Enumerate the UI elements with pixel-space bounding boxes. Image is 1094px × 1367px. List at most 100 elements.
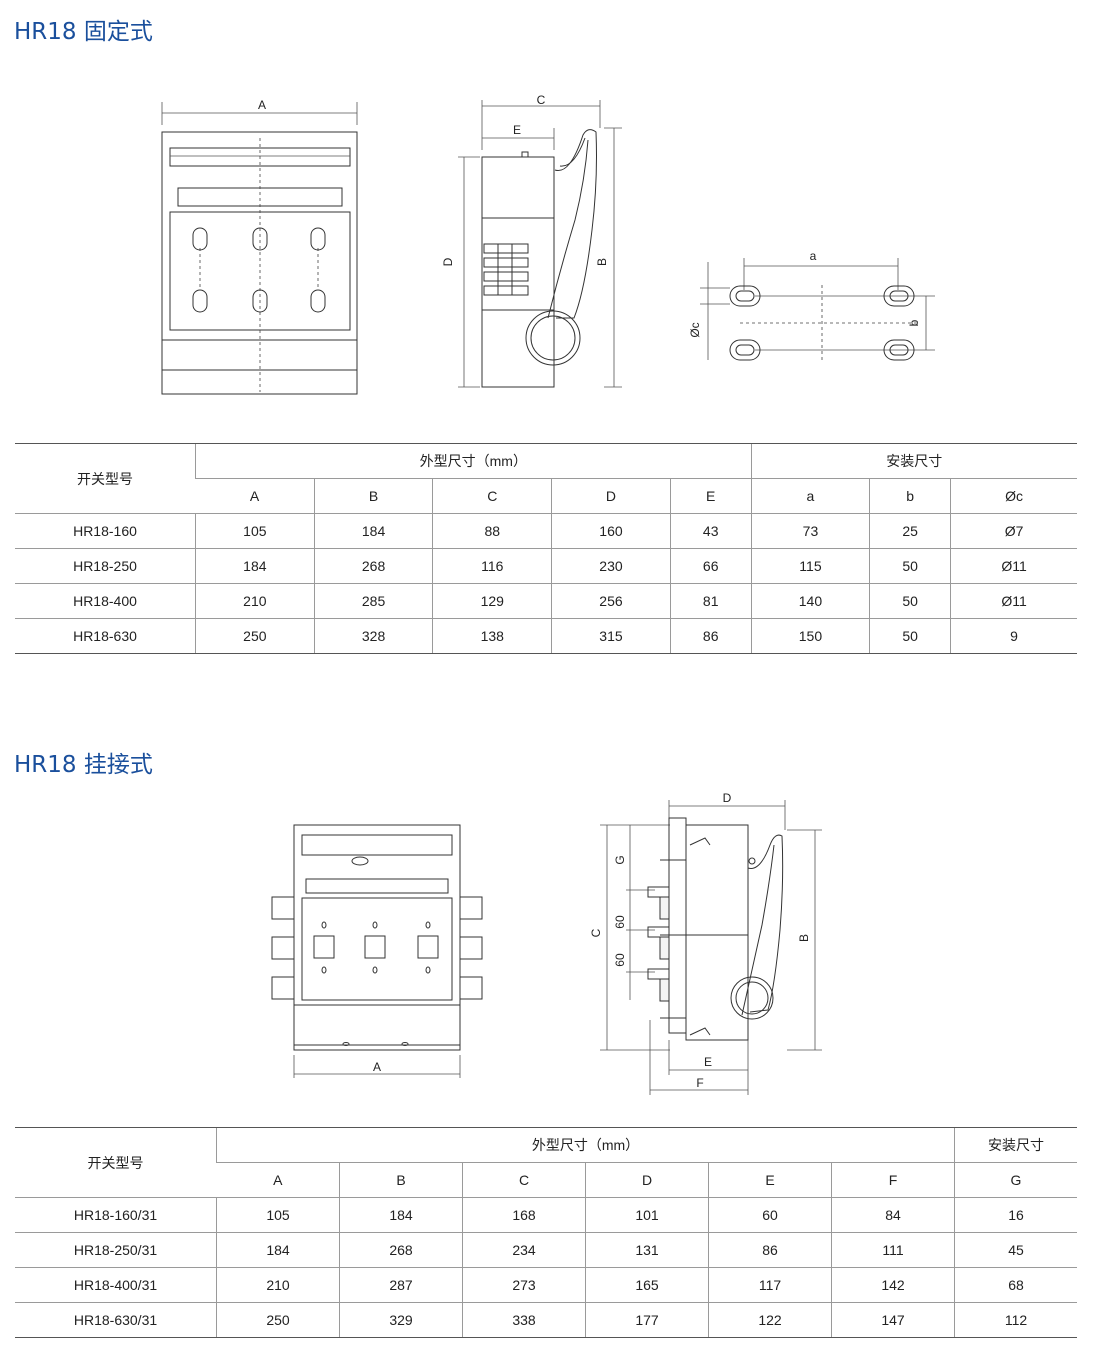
cell: 122 [708,1302,832,1338]
cell: 105 [216,1197,340,1233]
cell: 234 [462,1232,586,1268]
header-A: A [195,478,315,514]
table-header-row: 开关型号 外型尺寸（mm） 安装尺寸 [15,1127,1077,1198]
dim-label-A2: A [373,1060,381,1074]
dim-label-A: A [258,98,266,112]
cell-model: HR18-400 [15,583,196,619]
cell: 210 [216,1267,340,1303]
cell: 328 [313,618,433,654]
cell: 329 [339,1302,463,1338]
cell: 138 [432,618,552,654]
hanging-front-view: A [271,824,483,1078]
dim-label-C: C [537,93,546,107]
cell: Ø11 [950,548,1077,584]
header-a: a [750,478,870,514]
cell: 73 [750,513,870,549]
cell: Ø7 [950,513,1077,549]
dim-label-B2: B [797,934,811,942]
fixed-type-spec-table: 开关型号 外型尺寸（mm） 安装尺寸 A B C D E a b Øc HR18… [15,443,1077,654]
header-mount-group: 安装尺寸 [954,1127,1077,1163]
cell: 117 [708,1267,832,1303]
dim-label-D2: D [723,791,732,805]
cell: 210 [195,583,315,619]
dim-label-B: B [595,258,609,266]
cell: 147 [831,1302,955,1338]
cell: 66 [669,548,752,584]
cell: 256 [551,583,671,619]
header-b: b [869,478,951,514]
cell-model: HR18-250 [15,548,196,584]
cell: 177 [585,1302,709,1338]
cell: 25 [869,513,951,549]
fixed-side-view: C E D B [441,93,622,388]
cell-model: HR18-160 [15,513,196,549]
cell: 50 [869,618,951,654]
table-subheader-row: A B C D E F G [15,1162,1077,1198]
cell: 81 [669,583,752,619]
cell: 285 [313,583,433,619]
cell: 86 [669,618,752,654]
hanging-side-view: D C G 60 60 B E F [589,791,822,1095]
header-G: G [954,1162,1077,1198]
table-row: HR18-630 250 328 138 315 86 150 50 9 [15,618,1077,654]
cell: 60 [708,1197,832,1233]
cell: 150 [750,618,870,654]
fixed-type-drawing: A C E D B [161,93,935,395]
cell-model: HR18-400/31 [15,1267,217,1303]
cell-model: HR18-160/31 [15,1197,217,1233]
cell: 84 [831,1197,955,1233]
cell: 142 [831,1267,955,1303]
cell: Ø11 [950,583,1077,619]
header-dims-group: 外型尺寸（mm） [195,443,752,479]
cell: 184 [339,1197,463,1233]
table-row: HR18-250 184 268 116 230 66 115 50 Ø11 [15,548,1077,584]
cell: 268 [313,548,433,584]
cell: 86 [708,1232,832,1268]
cell: 160 [551,513,671,549]
cell: 111 [831,1232,955,1268]
header-model: 开关型号 [15,1127,217,1198]
cell-model: HR18-630/31 [15,1302,217,1338]
section-title-fixed: HR18 固定式 [14,19,153,45]
dim-label-C2: C [589,928,603,937]
cell-model: HR18-250/31 [15,1232,217,1268]
header-C: C [432,478,552,514]
table-row: HR18-160 105 184 88 160 43 73 25 Ø7 [15,513,1077,549]
cell: 184 [216,1232,340,1268]
cell: 50 [869,583,951,619]
hanging-type-spec-table: 开关型号 外型尺寸（mm） 安装尺寸 A B C D E F G HR18-16… [15,1127,1077,1338]
cell: 250 [216,1302,340,1338]
table-row: HR18-400 210 285 129 256 81 140 50 Ø11 [15,583,1077,619]
cell: 9 [950,618,1077,654]
cell: 16 [954,1197,1077,1233]
dim-label-60a: 60 [613,915,627,929]
header-B: B [339,1162,463,1198]
header-dims-group: 外型尺寸（mm） [216,1127,955,1163]
cell: 68 [954,1267,1077,1303]
dim-label-a: a [810,249,817,263]
cell: 168 [462,1197,586,1233]
header-mount-group: 安装尺寸 [750,443,1077,479]
cell-model: HR18-630 [15,618,196,654]
cell: 230 [551,548,671,584]
cell: 165 [585,1267,709,1303]
cell: 45 [954,1232,1077,1268]
cell: 140 [750,583,870,619]
fixed-front-view: A [161,98,358,395]
header-D: D [585,1162,709,1198]
cell: 268 [339,1232,463,1268]
dim-label-60b: 60 [613,953,627,967]
dim-label-dc: Øc [688,322,702,337]
header-D: D [551,478,671,514]
cell: 250 [195,618,315,654]
table-subheader-row: A B C D E a b Øc [15,478,1077,514]
cell: 115 [750,548,870,584]
cell: 116 [432,548,552,584]
section-title-hanging: HR18 挂接式 [14,752,153,778]
header-A: A [216,1162,340,1198]
cell: 338 [462,1302,586,1338]
cell: 315 [551,618,671,654]
table-row: HR18-630/31 250 329 338 177 122 147 112 [15,1302,1077,1338]
cell: 101 [585,1197,709,1233]
header-E: E [708,1162,832,1198]
